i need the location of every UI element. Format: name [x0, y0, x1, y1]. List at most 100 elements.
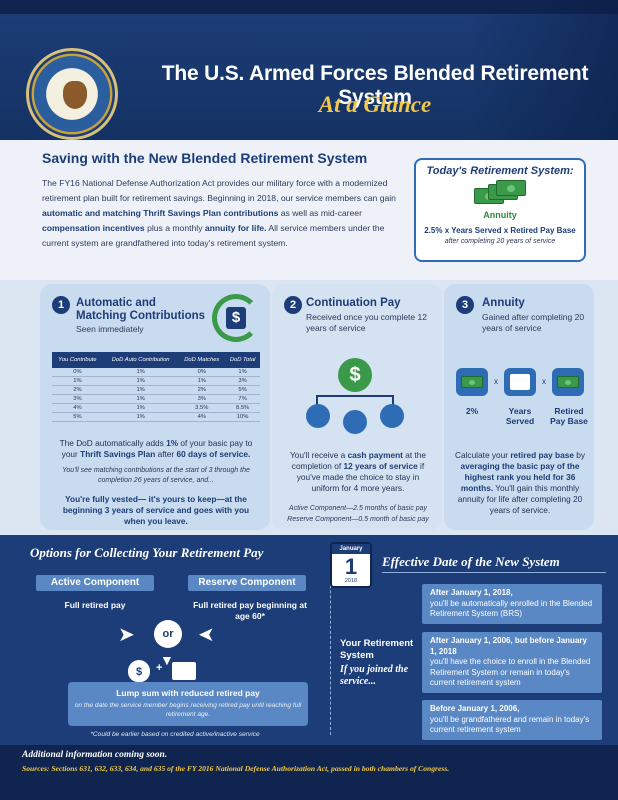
box-bold: After January 1, 2006, but before Januar…	[430, 636, 587, 656]
matching-table: You Contribute DoD Auto Contribution DoD…	[52, 352, 260, 422]
options-heading: Options for Collecting Your Retirement P…	[30, 545, 264, 560]
table-header: DoD Matches	[178, 352, 226, 368]
dollar-icon: $	[226, 307, 246, 329]
arrow-down-icon: ▼	[160, 652, 174, 668]
bold-text: 60 days of service.	[176, 449, 251, 459]
benefit1-text: The DoD automatically adds 1% of your ba…	[52, 438, 260, 460]
table-cell: 2%	[52, 385, 103, 395]
active-option-text: Full retired pay	[64, 600, 126, 610]
text: at the completion of	[291, 450, 426, 471]
money-stack-icon	[552, 368, 584, 396]
page-subtitle: At a Glance	[318, 92, 432, 117]
reserve-component-pill: Reserve Component	[188, 575, 306, 591]
effective-box-3: Before January 1, 2006,you'll be grandfa…	[422, 700, 602, 740]
table-cell: 0%	[178, 368, 226, 377]
annuity-label: Annuity	[483, 210, 517, 220]
table-cell: 1%	[102, 376, 179, 386]
calendar-year: 2018	[344, 578, 358, 584]
table-row: 1%1%1%3%	[52, 376, 260, 386]
benefit-heading: Annuity	[482, 297, 525, 309]
benefit3-text: Calculate your retired pay base by avera…	[452, 450, 588, 516]
page-title: The U.S. Armed Forces Blended Retirement…	[161, 62, 589, 109]
calendar-icon	[504, 368, 536, 396]
table-cell: 4%	[52, 403, 103, 413]
table-row: 3%1%3%7%	[52, 394, 260, 404]
today-system-box	[414, 158, 586, 262]
dollar-coin-icon: $	[338, 358, 372, 392]
reserve-option-text: Full retired pay beginning at age 60*	[193, 600, 307, 621]
benefit-sub: Seen immediately	[76, 324, 144, 334]
money-stack-icon	[474, 180, 526, 206]
table-row: 5%1%4%10%	[52, 412, 260, 422]
pct-label: 2%	[465, 406, 479, 416]
bold-text: cash payment	[347, 450, 403, 460]
money-bill-icon	[557, 376, 579, 388]
effective-box-1: After January 1, 2018,you'll be automati…	[422, 584, 602, 624]
table-cell: 7%	[225, 394, 260, 404]
intro-text: as well as mid-career	[278, 208, 362, 218]
if-you-joined-label: If you joined the service...	[340, 664, 409, 687]
benefit-panel-2	[272, 284, 442, 530]
table-cell: 1%	[102, 385, 179, 395]
table-header: You Contribute	[52, 352, 103, 368]
benefit-panel-3	[444, 284, 594, 530]
intro-bold: compensation incentives	[42, 223, 145, 233]
text: You'll gain this monthly annuity for lif…	[457, 483, 583, 515]
options-footnote: *Could be earlier based on credited acti…	[90, 731, 260, 738]
table-row: 4%1%3.5%8.5%	[52, 403, 260, 413]
text: by	[573, 450, 586, 460]
table-cell: 4%	[178, 412, 226, 422]
text: after	[155, 449, 177, 459]
eagle-icon	[63, 81, 87, 109]
box-bold: After January 1, 2018,	[430, 588, 513, 597]
calendar-month: January	[332, 544, 370, 554]
table-cell: 1%	[178, 376, 226, 386]
years-served-label: Years Served	[505, 406, 535, 426]
arrow-left-icon: ➤	[198, 624, 215, 646]
table-row: 0%1%0%1%	[52, 368, 260, 377]
refresh-dollar-icon: $	[212, 294, 260, 342]
benefit1-note: You'll see matching contributions at the…	[62, 467, 250, 484]
bold-text: 12 years of service	[343, 461, 418, 471]
text: You'll receive a	[290, 450, 348, 460]
table-cell: 1%	[52, 376, 103, 386]
or-circle: or	[154, 620, 182, 648]
times-sign: x	[542, 377, 546, 386]
times-sign: x	[494, 377, 498, 386]
table-cell: 1%	[102, 368, 179, 377]
lump-sum-note: on the date the service member begins re…	[74, 702, 302, 718]
box-text: you'll be grandfathered and remain in to…	[430, 714, 590, 735]
calendar-day: 1	[344, 554, 358, 579]
money-stack-icon	[172, 662, 196, 680]
effective-box-2: After January 1, 2006, but before Januar…	[422, 632, 602, 693]
lump-sum-box	[68, 682, 308, 726]
text: if you've made the choice to stay in uni…	[296, 461, 425, 493]
benefit1-vested: You're fully vested— it's yours to keep—…	[62, 494, 250, 526]
active-component-pill: Active Component	[36, 575, 154, 591]
benefit2-text: You'll receive a cash payment at the com…	[282, 450, 434, 494]
box-text: you'll have the choice to enroll in the …	[430, 657, 591, 687]
section-divider	[330, 555, 331, 735]
bold-text: 1%	[166, 438, 179, 448]
effective-heading: Effective Date of the New System	[382, 554, 560, 569]
dod-seal-icon	[26, 48, 118, 140]
intro-heading: Saving with the New Blended Retirement S…	[42, 150, 368, 166]
connector-lines	[316, 395, 394, 405]
table-header-row: You Contribute DoD Auto Contribution DoD…	[52, 352, 260, 368]
annuity-formula: 2.5% x Years Served x Retired Pay Base	[424, 226, 576, 235]
benefit-sub: Gained after completing 20 years of serv…	[482, 312, 585, 333]
table-cell: 3%	[178, 394, 226, 404]
benefit-sub: Received once you complete 12 years of s…	[306, 312, 427, 333]
your-retirement-label: Your Retirement System	[340, 638, 414, 661]
plus-sign: +	[156, 662, 163, 674]
table-row: 2%1%2%5%	[52, 385, 260, 395]
intro-bold: annuity for life.	[204, 223, 267, 233]
table-cell: 8.5%	[225, 403, 260, 413]
money-bill-icon	[461, 376, 483, 388]
footer-bar	[0, 745, 618, 800]
truck-icon	[380, 404, 404, 428]
calendar-page	[510, 374, 530, 390]
table-cell: 5%	[225, 385, 260, 395]
table-cell: 1%	[102, 412, 179, 422]
table-cell: 0%	[52, 368, 103, 377]
